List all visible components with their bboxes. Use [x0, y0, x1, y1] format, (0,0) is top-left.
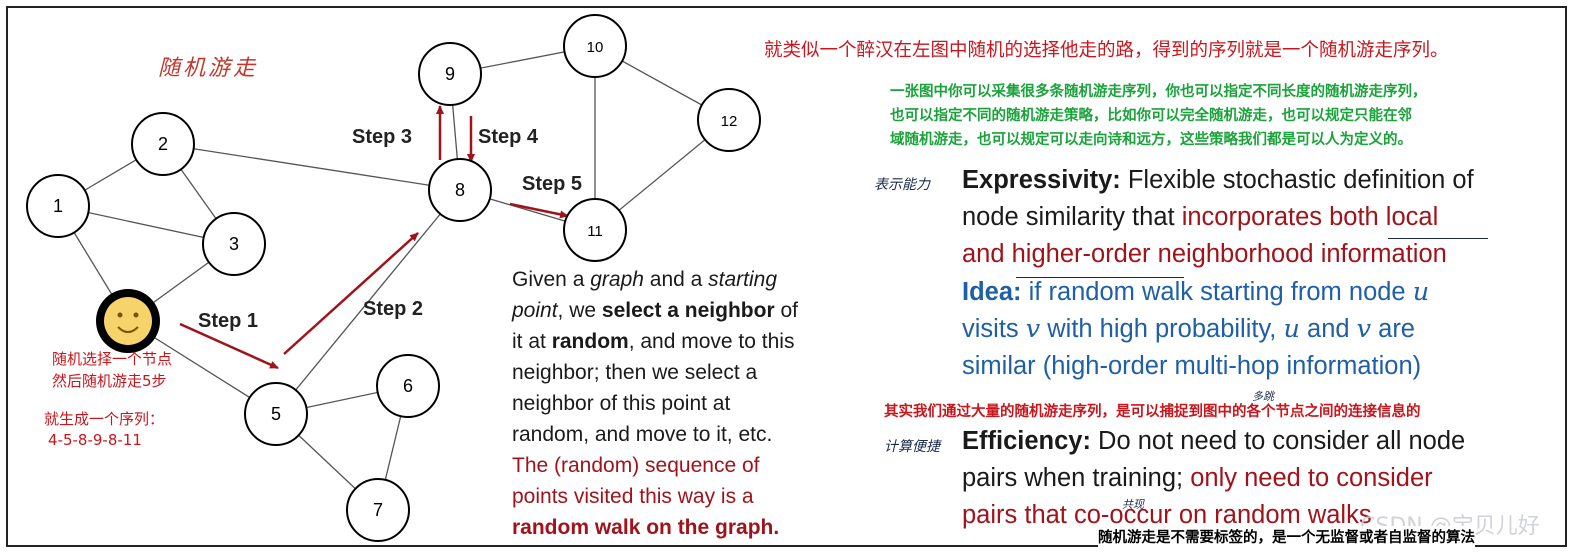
node-5: 5 — [244, 382, 308, 446]
node-11-label: 11 — [587, 223, 603, 240]
node-1-circle — [26, 174, 90, 238]
step-4-label: Step 4 — [478, 126, 539, 148]
node-6-circle — [376, 354, 440, 418]
node-12-circle — [697, 88, 761, 152]
node-9-circle — [418, 42, 482, 106]
node-2-label: 2 — [158, 134, 168, 154]
node-12: 12 — [697, 88, 761, 152]
node-3: 3 — [202, 212, 266, 276]
edge-2-8 — [162, 143, 461, 191]
start-note-line1: 随机选择一个节点 — [52, 350, 173, 368]
sequence-note-line2: 4-5-8-9-8-11 — [48, 431, 142, 449]
node-7-circle — [346, 478, 410, 542]
idea-block: Idea: if random walk starting from node … — [962, 277, 1430, 380]
note-efficiency: 计算便捷 — [884, 439, 940, 455]
step-3-label: Step 3 — [352, 126, 413, 148]
node-8: 8 — [428, 158, 492, 222]
node-6-label: 6 — [403, 376, 413, 396]
node-8-label: 8 — [455, 180, 465, 200]
node-10: 10 — [563, 14, 627, 78]
node-1-label: 1 — [53, 196, 63, 216]
node-6: 6 — [376, 354, 440, 418]
underline-higher-order — [1016, 277, 1184, 278]
node-5-label: 5 — [271, 404, 281, 424]
efficiency-block: Efficiency: Do not need to consider all … — [962, 427, 1466, 529]
node-10-circle — [563, 14, 627, 78]
node-3-label: 3 — [229, 234, 239, 254]
red-heading-note: 就类似一个醉汉在左图中随机的选择他走的路，得到的序列就是一个随机游走序列。 — [764, 40, 1449, 61]
note-cooccur: 共现 — [1122, 498, 1144, 511]
expressivity-block: Expressivity: Flexible stochastic defini… — [962, 166, 1474, 268]
node-1: 1 — [26, 174, 90, 238]
underline-local — [1388, 238, 1488, 239]
step-2-arrow — [283, 232, 419, 355]
green-note-line1: 一张图中你可以采集很多条随机游走序列，你也可以指定不同长度的随机游走序列， — [890, 84, 1427, 100]
start-node-smiley-icon — [96, 289, 160, 353]
node-10-label: 10 — [587, 39, 604, 56]
diagram-title: 随机游走 — [158, 56, 259, 81]
sequence-note-line1: 就生成一个序列： — [44, 410, 165, 428]
node-5-circle — [244, 382, 308, 446]
step-1-arrow — [179, 322, 279, 370]
step-1-label: Step 1 — [198, 310, 259, 332]
node-8-circle — [428, 158, 492, 222]
note-expressivity: 表示能力 — [874, 177, 930, 193]
node-11-circle — [563, 198, 627, 262]
green-note-line3: 域随机游走，也可以规定可以走向诗和远方，这些策略我们都是可以人为定义的。 — [890, 132, 1412, 148]
edge-5-8 — [275, 189, 461, 415]
node-12-label: 12 — [721, 113, 738, 130]
node-3-circle — [202, 212, 266, 276]
note-multihop: 多跳 — [1252, 390, 1274, 403]
node-9: 9 — [418, 42, 482, 106]
node-7-label: 7 — [373, 500, 383, 520]
node-11: 11 — [563, 198, 627, 262]
node-2-circle — [131, 112, 195, 176]
node-7: 7 — [346, 478, 410, 542]
step-5-label: Step 5 — [522, 173, 583, 195]
red-mid-note: 其实我们通过大量的随机游走序列，是可以捕捉到图中的各个节点之间的连接信息的 — [884, 404, 1421, 420]
random-walk-description: Given a graph and a starting point, we s… — [512, 268, 798, 539]
green-note-line2: 也可以指定不同的随机游走策略，比如你可以完全随机游走，也可以规定只能在邻 — [890, 108, 1412, 124]
step-2-label: Step 2 — [363, 298, 424, 320]
node-2: 2 — [131, 112, 195, 176]
start-note-line2: 然后随机游走5步 — [52, 372, 167, 390]
step-5-arrow — [509, 202, 569, 219]
bottom-note: 随机游走是不需要标签的，是一个无监督或者自监督的算法 — [1098, 526, 1475, 547]
node-9-label: 9 — [445, 64, 455, 84]
